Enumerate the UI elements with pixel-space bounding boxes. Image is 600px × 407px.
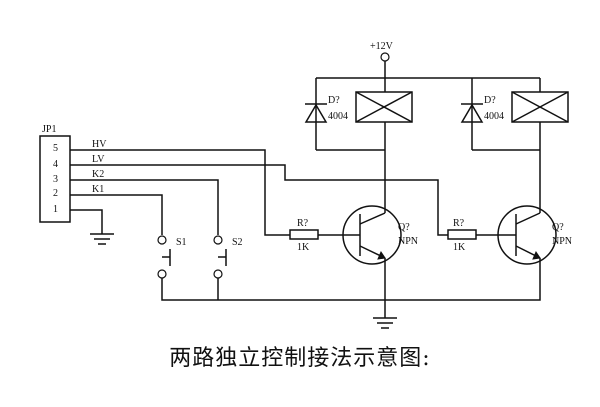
signal-label-k1: K1 bbox=[92, 184, 104, 195]
npn-transistor-1 bbox=[342, 205, 402, 265]
pin-number-4: 4 bbox=[53, 159, 58, 170]
diode-value-1: 4004 bbox=[328, 111, 348, 122]
transistor-ref-2: Q? bbox=[552, 222, 564, 233]
pin-number-3: 3 bbox=[53, 174, 58, 185]
channel-2: D? 4004 R? 1K Q? NPN bbox=[385, 78, 572, 301]
diode-ref-1: D? bbox=[328, 95, 340, 106]
pin-number-5: 5 bbox=[53, 143, 58, 154]
relay-coil-2 bbox=[511, 91, 569, 123]
transistor-ref-1: Q? bbox=[398, 222, 410, 233]
diagram-caption: 两路独立控制接法示意图: bbox=[169, 346, 431, 371]
flyback-diode-1 bbox=[304, 103, 328, 123]
connector-ref: JP1 bbox=[42, 124, 56, 135]
switch-s1: S1 bbox=[157, 235, 385, 301]
power-terminal bbox=[380, 52, 390, 62]
wire-lv bbox=[70, 164, 448, 236]
transistor-type-2: NPN bbox=[552, 236, 572, 247]
wire-s1-bottom bbox=[161, 278, 385, 301]
diode-value-2: 4004 bbox=[484, 111, 504, 122]
pin-number-2: 2 bbox=[53, 188, 58, 199]
pin-number-1: 1 bbox=[53, 204, 58, 215]
resistor-ref-1: R? bbox=[297, 218, 309, 229]
resistor-2 bbox=[447, 229, 516, 240]
signal-label-hv: HV bbox=[92, 139, 107, 150]
connector-body bbox=[39, 135, 71, 223]
flyback-diode-2 bbox=[460, 103, 484, 123]
wire-k2 bbox=[70, 179, 219, 235]
connector-wires bbox=[70, 149, 448, 236]
ground-symbol-bottom bbox=[373, 317, 397, 329]
switch-ref-s2: S2 bbox=[232, 237, 243, 248]
resistor-value-1: 1K bbox=[297, 242, 310, 253]
relay-coil-1 bbox=[355, 91, 413, 123]
npn-transistor-2 bbox=[497, 205, 557, 265]
power-label: +12V bbox=[370, 41, 394, 52]
wire-hv bbox=[70, 149, 290, 236]
wire-gnd bbox=[70, 209, 103, 234]
resistor-ref-2: R? bbox=[453, 218, 465, 229]
resistor-value-2: 1K bbox=[453, 242, 466, 253]
power-supply-12v: +12V bbox=[316, 41, 540, 79]
wire-k1 bbox=[70, 194, 163, 235]
diode-ref-2: D? bbox=[484, 95, 496, 106]
ground-symbol-left bbox=[90, 233, 114, 245]
connector-jp1: JP1 5 4 3 2 1 HV LV K2 K1 bbox=[39, 124, 107, 223]
switch-s2: S2 bbox=[213, 235, 243, 300]
transistor-type-1: NPN bbox=[398, 236, 418, 247]
wire-emitter-2 bbox=[385, 258, 541, 301]
signal-label-k2: K2 bbox=[92, 169, 104, 180]
signal-label-lv: LV bbox=[92, 154, 105, 165]
channel-1: D? 4004 R? 1K Q? NPN bbox=[289, 78, 418, 318]
switch-ref-s1: S1 bbox=[176, 237, 187, 248]
resistor-1 bbox=[289, 229, 360, 240]
